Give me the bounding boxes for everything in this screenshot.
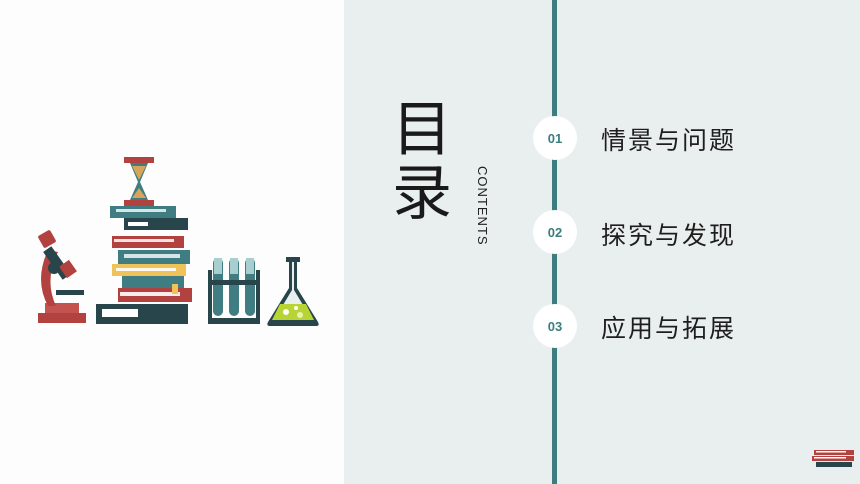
toc-item-1[interactable]: 情景与问题 bbox=[601, 126, 737, 155]
toc-number-02: 02 bbox=[533, 210, 577, 254]
small-books-icon bbox=[812, 450, 854, 467]
book-stack-icon bbox=[96, 206, 192, 324]
toc-number-03: 03 bbox=[533, 304, 577, 348]
toc-item-3[interactable]: 应用与拓展 bbox=[601, 314, 737, 343]
toc-title-char-2: 录 bbox=[392, 159, 452, 229]
flask-icon bbox=[267, 257, 319, 326]
right-panel bbox=[344, 0, 860, 484]
test-tube-rack-icon bbox=[208, 258, 260, 324]
microscope-icon bbox=[38, 230, 86, 323]
science-illustration bbox=[38, 157, 319, 326]
toc-item-2[interactable]: 探究与发现 bbox=[601, 221, 737, 250]
contents-subtitle: CONTENTS bbox=[475, 166, 490, 246]
hourglass-icon bbox=[124, 157, 154, 206]
toc-title-char-1: 目 bbox=[392, 95, 452, 165]
toc-number-01: 01 bbox=[533, 116, 577, 160]
